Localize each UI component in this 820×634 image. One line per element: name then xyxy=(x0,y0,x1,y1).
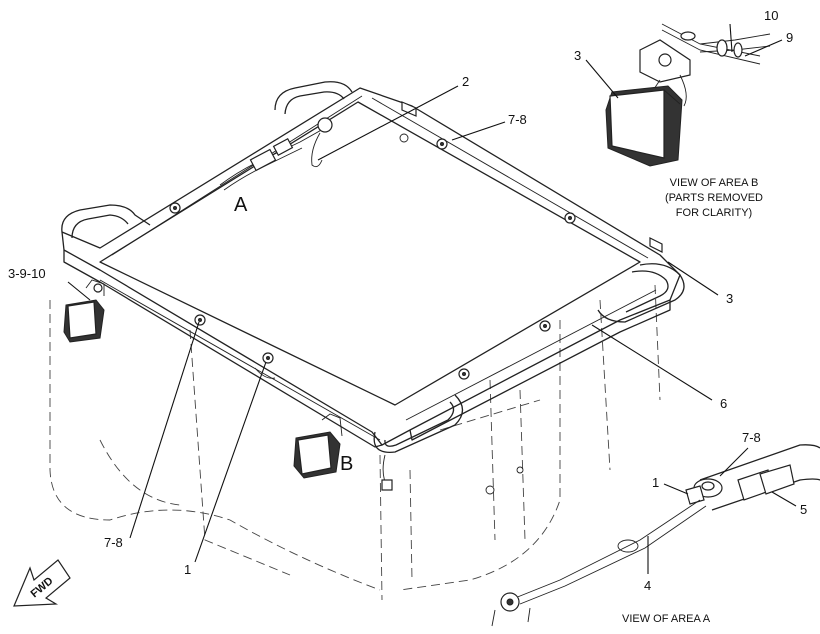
callout-2: 2 xyxy=(462,74,469,89)
frame-bolts xyxy=(93,138,576,380)
machine-body-outline xyxy=(49,284,661,601)
view-a-callout-4: 4 xyxy=(644,578,651,593)
callout-labels: 2 7-8 3 6 3-9-10 7-8 1 A B 10 9 3 7-8 1 … xyxy=(8,8,807,593)
view-a-callout-5: 5 xyxy=(800,502,807,517)
callout-3-right: 3 xyxy=(726,291,733,306)
view-b-callout-10: 10 xyxy=(764,8,778,23)
view-b-caption-line-3: FOR CLARITY) xyxy=(676,207,752,219)
arrow-left-icon xyxy=(13,559,71,607)
callout-1-bottom: 1 xyxy=(184,562,191,577)
wiring-harness-frame xyxy=(219,117,393,491)
view-b-caption-line-2: (PARTS REMOVED xyxy=(665,192,763,204)
view-area-b xyxy=(605,23,771,167)
work-lamp-left xyxy=(63,279,105,343)
callout-7-8-bottom: 7-8 xyxy=(104,535,123,550)
view-b-caption-line-1: VIEW OF AREA B xyxy=(670,177,759,189)
fwd-indicator: FWD xyxy=(13,559,71,607)
rops-frame xyxy=(61,81,685,491)
view-a-callout-1: 1 xyxy=(652,475,659,490)
callout-3-9-10: 3-9-10 xyxy=(8,266,46,281)
callout-7-8-top: 7-8 xyxy=(508,112,527,127)
view-b-callout-9: 9 xyxy=(786,30,793,45)
view-a-caption: VIEW OF AREA A xyxy=(622,613,711,625)
work-lamp-front xyxy=(293,413,343,479)
view-b-caption: VIEW OF AREA B (PARTS REMOVED FOR CLARIT… xyxy=(665,177,763,219)
area-b-label: B xyxy=(340,453,353,475)
area-a-label: A xyxy=(234,194,248,216)
view-area-a xyxy=(491,444,820,627)
callout-6: 6 xyxy=(720,396,727,411)
leader-lines xyxy=(67,23,797,574)
view-a-callout-7-8: 7-8 xyxy=(742,430,761,445)
view-b-callout-3: 3 xyxy=(574,48,581,63)
